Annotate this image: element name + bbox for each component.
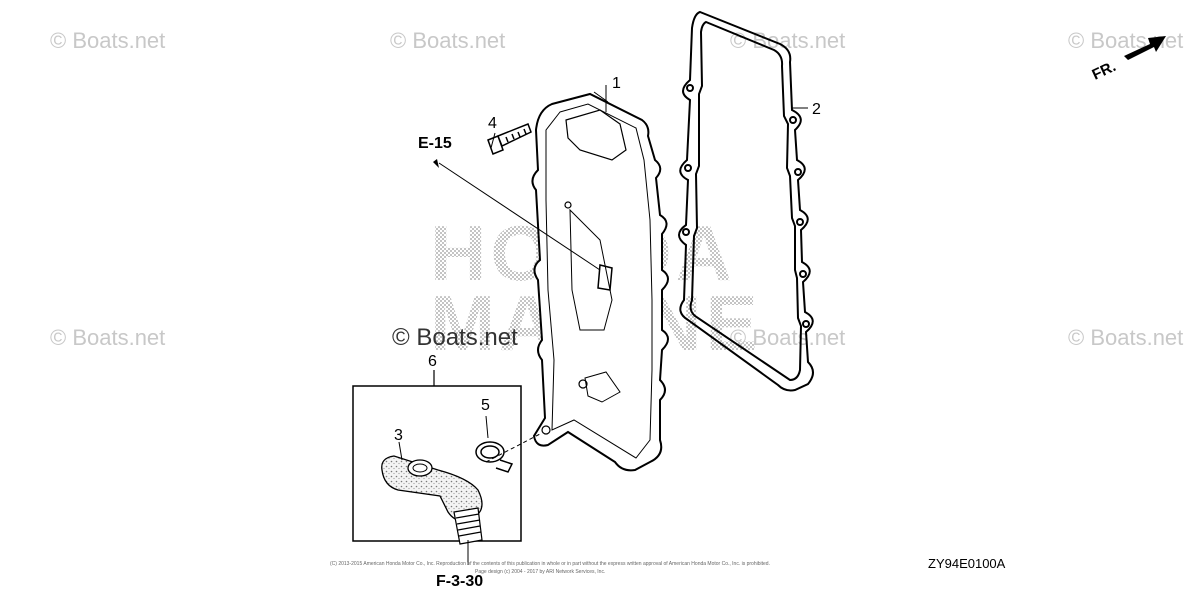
leader-part-5 <box>485 415 489 439</box>
arrow-ref-e15 <box>433 159 439 168</box>
callout-part-2: 2 <box>812 101 821 118</box>
callout-part-5: 5 <box>481 397 490 414</box>
kit-box-part-6 <box>352 370 522 542</box>
ref-e15: E-15 <box>418 135 452 152</box>
callout-part-4: 4 <box>488 115 497 132</box>
copyright-line-1: (C) 2013-2015 American Honda Motor Co., … <box>330 561 770 567</box>
watermark-mid-right: © Boats.net <box>730 325 845 350</box>
watermark-mid-left: © Boats.net <box>50 325 165 350</box>
bolt-part-4 <box>487 123 532 155</box>
head-cover-part-1 <box>531 92 669 472</box>
leader-part-3 <box>398 441 403 461</box>
leader-lines <box>398 85 808 565</box>
callout-part-6: 6 <box>428 353 437 370</box>
diagram-code: ZY94E0100A <box>928 556 1006 571</box>
front-arrow-icon <box>1124 36 1166 60</box>
copyright-line-2: Page design (c) 2004 - 2017 by ARI Netwo… <box>475 569 605 575</box>
ref-f330: F-3-30 <box>436 573 483 590</box>
watermark-center: © Boats.net <box>392 324 518 351</box>
gasket-part-2 <box>678 10 814 392</box>
leader-part-1-tick <box>593 91 609 103</box>
leader-dashed-connection <box>485 433 541 463</box>
watermark-far-right: © Boats.net <box>1068 325 1183 350</box>
callout-part-1: 1 <box>612 75 621 92</box>
watermark-top-left: © Boats.net <box>50 28 165 53</box>
watermark-top-right: © Boats.net <box>1068 28 1183 53</box>
leader-ref-e15 <box>438 162 601 271</box>
callout-part-3: 3 <box>394 427 403 444</box>
breather-tube-part-3 <box>381 455 483 545</box>
front-label: FR. <box>1090 58 1119 84</box>
watermark-top-center-left: © Boats.net <box>390 28 505 53</box>
clamp-part-5 <box>475 441 514 473</box>
leader-part-4 <box>490 132 496 149</box>
callouts: 1 2 3 4 5 6 <box>394 75 821 444</box>
